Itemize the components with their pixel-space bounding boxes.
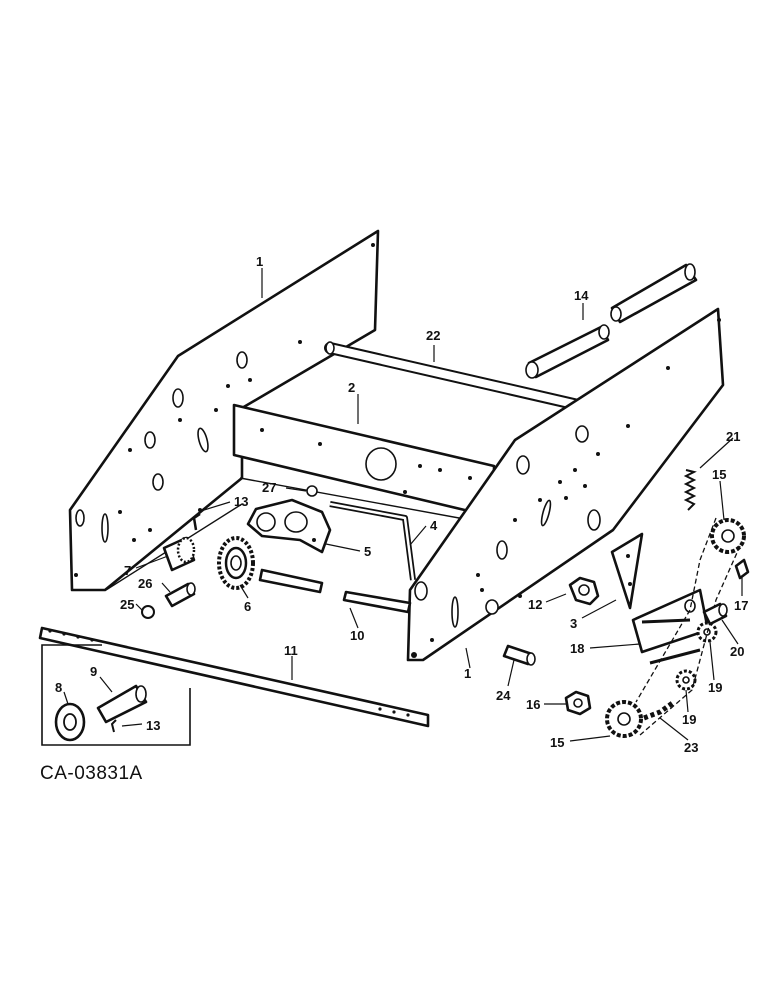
spacer-20 [702, 602, 728, 626]
callout-13-upper: 13 [234, 494, 248, 509]
leader-lines [63, 268, 743, 742]
callout-17: 17 [734, 598, 748, 613]
callout-21: 21 [726, 429, 740, 444]
bent-rod [329, 501, 416, 581]
stud-24 [502, 644, 536, 666]
callout-19-upper: 19 [708, 680, 722, 695]
pin-26 [164, 582, 196, 608]
nut-12 [568, 576, 600, 606]
callout-24: 24 [496, 688, 511, 703]
right-side-panel [406, 307, 725, 662]
callout-13-inset: 13 [146, 718, 160, 733]
nut-16 [564, 690, 592, 716]
callout-12: 12 [528, 597, 542, 612]
callout-4: 4 [430, 518, 438, 533]
gear-7 [162, 536, 196, 572]
callout-15-lower: 15 [550, 735, 564, 750]
callout-20: 20 [730, 644, 744, 659]
rear-cross-rod [324, 341, 584, 411]
idler-sprocket-19-lower [675, 669, 697, 691]
callout-27: 27 [262, 480, 276, 495]
callout-23: 23 [684, 740, 698, 755]
callout-26: 26 [138, 576, 152, 591]
figure-code: CA-03831A [40, 763, 143, 784]
detail-inset-box [41, 644, 191, 746]
shaft-10 [258, 568, 412, 614]
spring-21 [683, 469, 697, 511]
callout-3: 3 [570, 616, 577, 631]
callout-14: 14 [574, 288, 589, 303]
upper-sprocket-15 [710, 518, 746, 554]
callouts: 1 1 2 3 4 5 6 7 8 9 10 11 12 13 13 14 15… [55, 254, 748, 755]
callout-11: 11 [284, 643, 298, 658]
left-side-panel [68, 229, 380, 592]
lower-sprocket-15 [605, 700, 643, 738]
ring-25 [141, 605, 155, 619]
idler-bracket-18 [631, 588, 710, 665]
sprocket-6 [217, 536, 255, 590]
callout-10: 10 [350, 628, 364, 643]
callout-15-upper: 15 [712, 467, 726, 482]
callout-25: 25 [120, 597, 134, 612]
snap-ring-27 [306, 485, 318, 497]
callout-2: 2 [348, 380, 355, 395]
callout-19-lower: 19 [682, 712, 696, 727]
triangular-plate-3 [610, 532, 644, 610]
callout-16: 16 [526, 697, 540, 712]
callout-18: 18 [570, 641, 584, 656]
callout-5: 5 [364, 544, 371, 559]
callout-22: 22 [426, 328, 440, 343]
key-17 [734, 558, 750, 580]
callout-1-right: 1 [464, 666, 471, 681]
callout-6: 6 [244, 599, 251, 614]
callout-7: 7 [124, 563, 131, 578]
callout-9: 9 [90, 664, 97, 679]
tube-assembly [525, 263, 698, 379]
bearing-plate [246, 498, 332, 554]
callout-1-left: 1 [256, 254, 263, 269]
clip-13 [192, 512, 201, 531]
long-shaft [38, 626, 430, 728]
drive-chain-23 [635, 517, 741, 736]
callout-8: 8 [55, 680, 62, 695]
